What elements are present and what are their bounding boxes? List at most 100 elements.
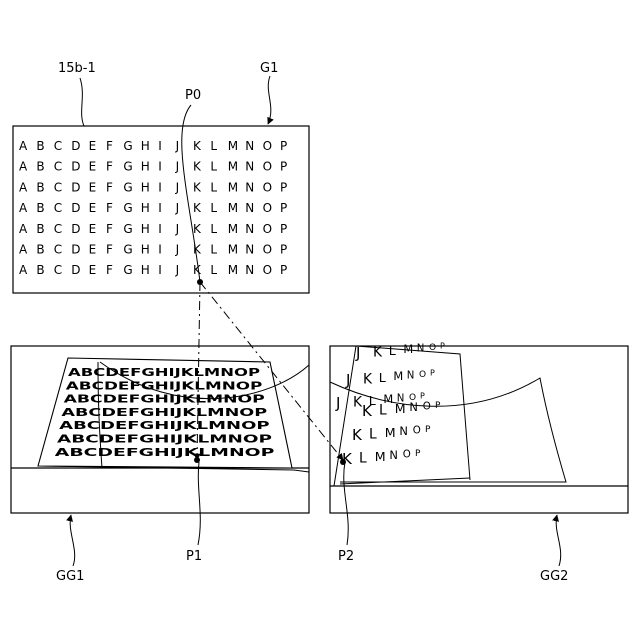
document-letter: F — [106, 263, 113, 277]
gg1-text-line: ABCDEFGHIJKLMNOP — [57, 434, 273, 446]
document-letter: G — [123, 263, 132, 277]
document-letter: L — [210, 263, 217, 277]
document-letter: A — [19, 222, 28, 236]
document-letter: B — [36, 263, 44, 277]
document-letter: C — [54, 263, 62, 277]
document-letter: A — [19, 180, 28, 194]
document-letter: A — [19, 201, 28, 215]
document-letter: K — [193, 180, 202, 194]
document-letter: M — [228, 201, 238, 215]
document-letter: L — [210, 222, 217, 236]
gg2-letter-grid: JKLMNOPJKLMNOPJKLMNOPKLMNOPKLMNOPKLMNOP — [335, 341, 445, 468]
gg2-letter: P — [440, 341, 445, 350]
document-letter: N — [245, 243, 254, 257]
pointer-p1 — [198, 462, 200, 545]
document-letter: O — [263, 139, 272, 153]
gg2-letter: N — [407, 371, 415, 382]
document-letter: H — [141, 180, 150, 194]
gg2-letter: P — [430, 368, 435, 377]
gg2-letter: O — [419, 370, 426, 380]
document-letter: E — [89, 243, 97, 257]
document-letter: G — [123, 243, 132, 257]
label-g1: G1 — [260, 61, 278, 76]
document-letter: A — [19, 160, 28, 174]
document-letter: E — [89, 160, 97, 174]
document-letter: P — [280, 180, 287, 194]
point-p0-marker — [197, 279, 203, 285]
document-letter: H — [141, 243, 150, 257]
gg2-page-bottom — [340, 478, 470, 484]
document-letter: G — [123, 180, 132, 194]
gg1-text-line: ABCDEFGHIJKLMNOP — [66, 380, 263, 392]
document-letter: D — [71, 243, 80, 257]
document-letter: N — [245, 139, 254, 153]
document-letter: J — [175, 263, 180, 277]
gg2-letter: L — [379, 370, 386, 385]
document-letter: M — [228, 139, 238, 153]
label-15b-1: 15b-1 — [58, 61, 96, 76]
document-letter: C — [54, 139, 62, 153]
document-letter: F — [106, 160, 113, 174]
document-letter: I — [158, 160, 162, 174]
gg2-letter: K — [362, 402, 373, 420]
pointer-g1 — [268, 76, 271, 124]
document-letter: H — [141, 222, 150, 236]
gg2-letter: O — [423, 402, 431, 413]
document-letter: P — [280, 263, 287, 277]
document-letter: P — [280, 160, 287, 174]
document-letter: J — [175, 160, 180, 174]
gg2-letter: J — [345, 371, 350, 389]
document-letter: K — [193, 160, 202, 174]
gg2-letter: P — [435, 401, 441, 411]
document-letter: F — [106, 222, 113, 236]
gg2-letter: P — [425, 425, 431, 435]
document-letter: F — [106, 139, 113, 153]
document-letter: G — [123, 139, 132, 153]
gg2-letter: P — [420, 391, 425, 400]
document-letter: J — [175, 139, 180, 153]
gg1-text-line: ABCDEFGHIJKLMNOP — [68, 367, 260, 379]
document-letter: M — [228, 180, 238, 194]
gg2-letter: N — [417, 344, 425, 355]
gg1-text-line: ABCDEFGHIJKLMNOP — [64, 394, 266, 406]
document-letter: C — [54, 243, 62, 257]
document-letter: C — [54, 222, 62, 236]
document-letter: J — [175, 222, 180, 236]
document-letter: H — [141, 263, 150, 277]
gg2-letter: M — [375, 449, 386, 464]
document-letter: G — [123, 160, 132, 174]
document-letter: E — [89, 139, 97, 153]
document-letter: I — [158, 243, 162, 257]
document-letter: E — [89, 263, 97, 277]
document-letter: A — [19, 263, 28, 277]
gg2-letter: M — [403, 342, 413, 356]
document-letter: D — [71, 180, 80, 194]
gg2-letter: L — [359, 450, 367, 466]
document-letter: K — [193, 201, 202, 215]
document-letter: D — [71, 160, 80, 174]
pointer-p2 — [344, 462, 348, 545]
point-p2-marker — [340, 459, 346, 465]
document-letter: O — [263, 222, 272, 236]
document-letter: O — [263, 180, 272, 194]
document-letter: J — [175, 201, 180, 215]
document-letter: L — [210, 201, 217, 215]
document-letter: B — [36, 139, 44, 153]
document-letter: O — [263, 263, 272, 277]
document-letter: I — [158, 263, 162, 277]
document-letter: N — [245, 160, 254, 174]
document-letter: O — [263, 160, 272, 174]
gg2-letter: O — [429, 343, 436, 353]
gg2-page-outline — [334, 346, 470, 486]
document-letter: J — [175, 243, 180, 257]
label-gg1: GG1 — [56, 569, 84, 584]
gg2-letter: K — [373, 344, 383, 360]
pointer-15b-1 — [80, 78, 84, 126]
gg2-letter: J — [335, 394, 340, 412]
gg1-letter-grid: ABCDEFGHIJKLMNOPABCDEFGHIJKLMNOPABCDEFGH… — [55, 367, 275, 459]
label-p2: P2 — [338, 549, 354, 564]
document-letter: A — [19, 139, 28, 153]
document-letter: G — [123, 201, 132, 215]
document-letter: I — [158, 222, 162, 236]
document-letter: B — [36, 201, 44, 215]
